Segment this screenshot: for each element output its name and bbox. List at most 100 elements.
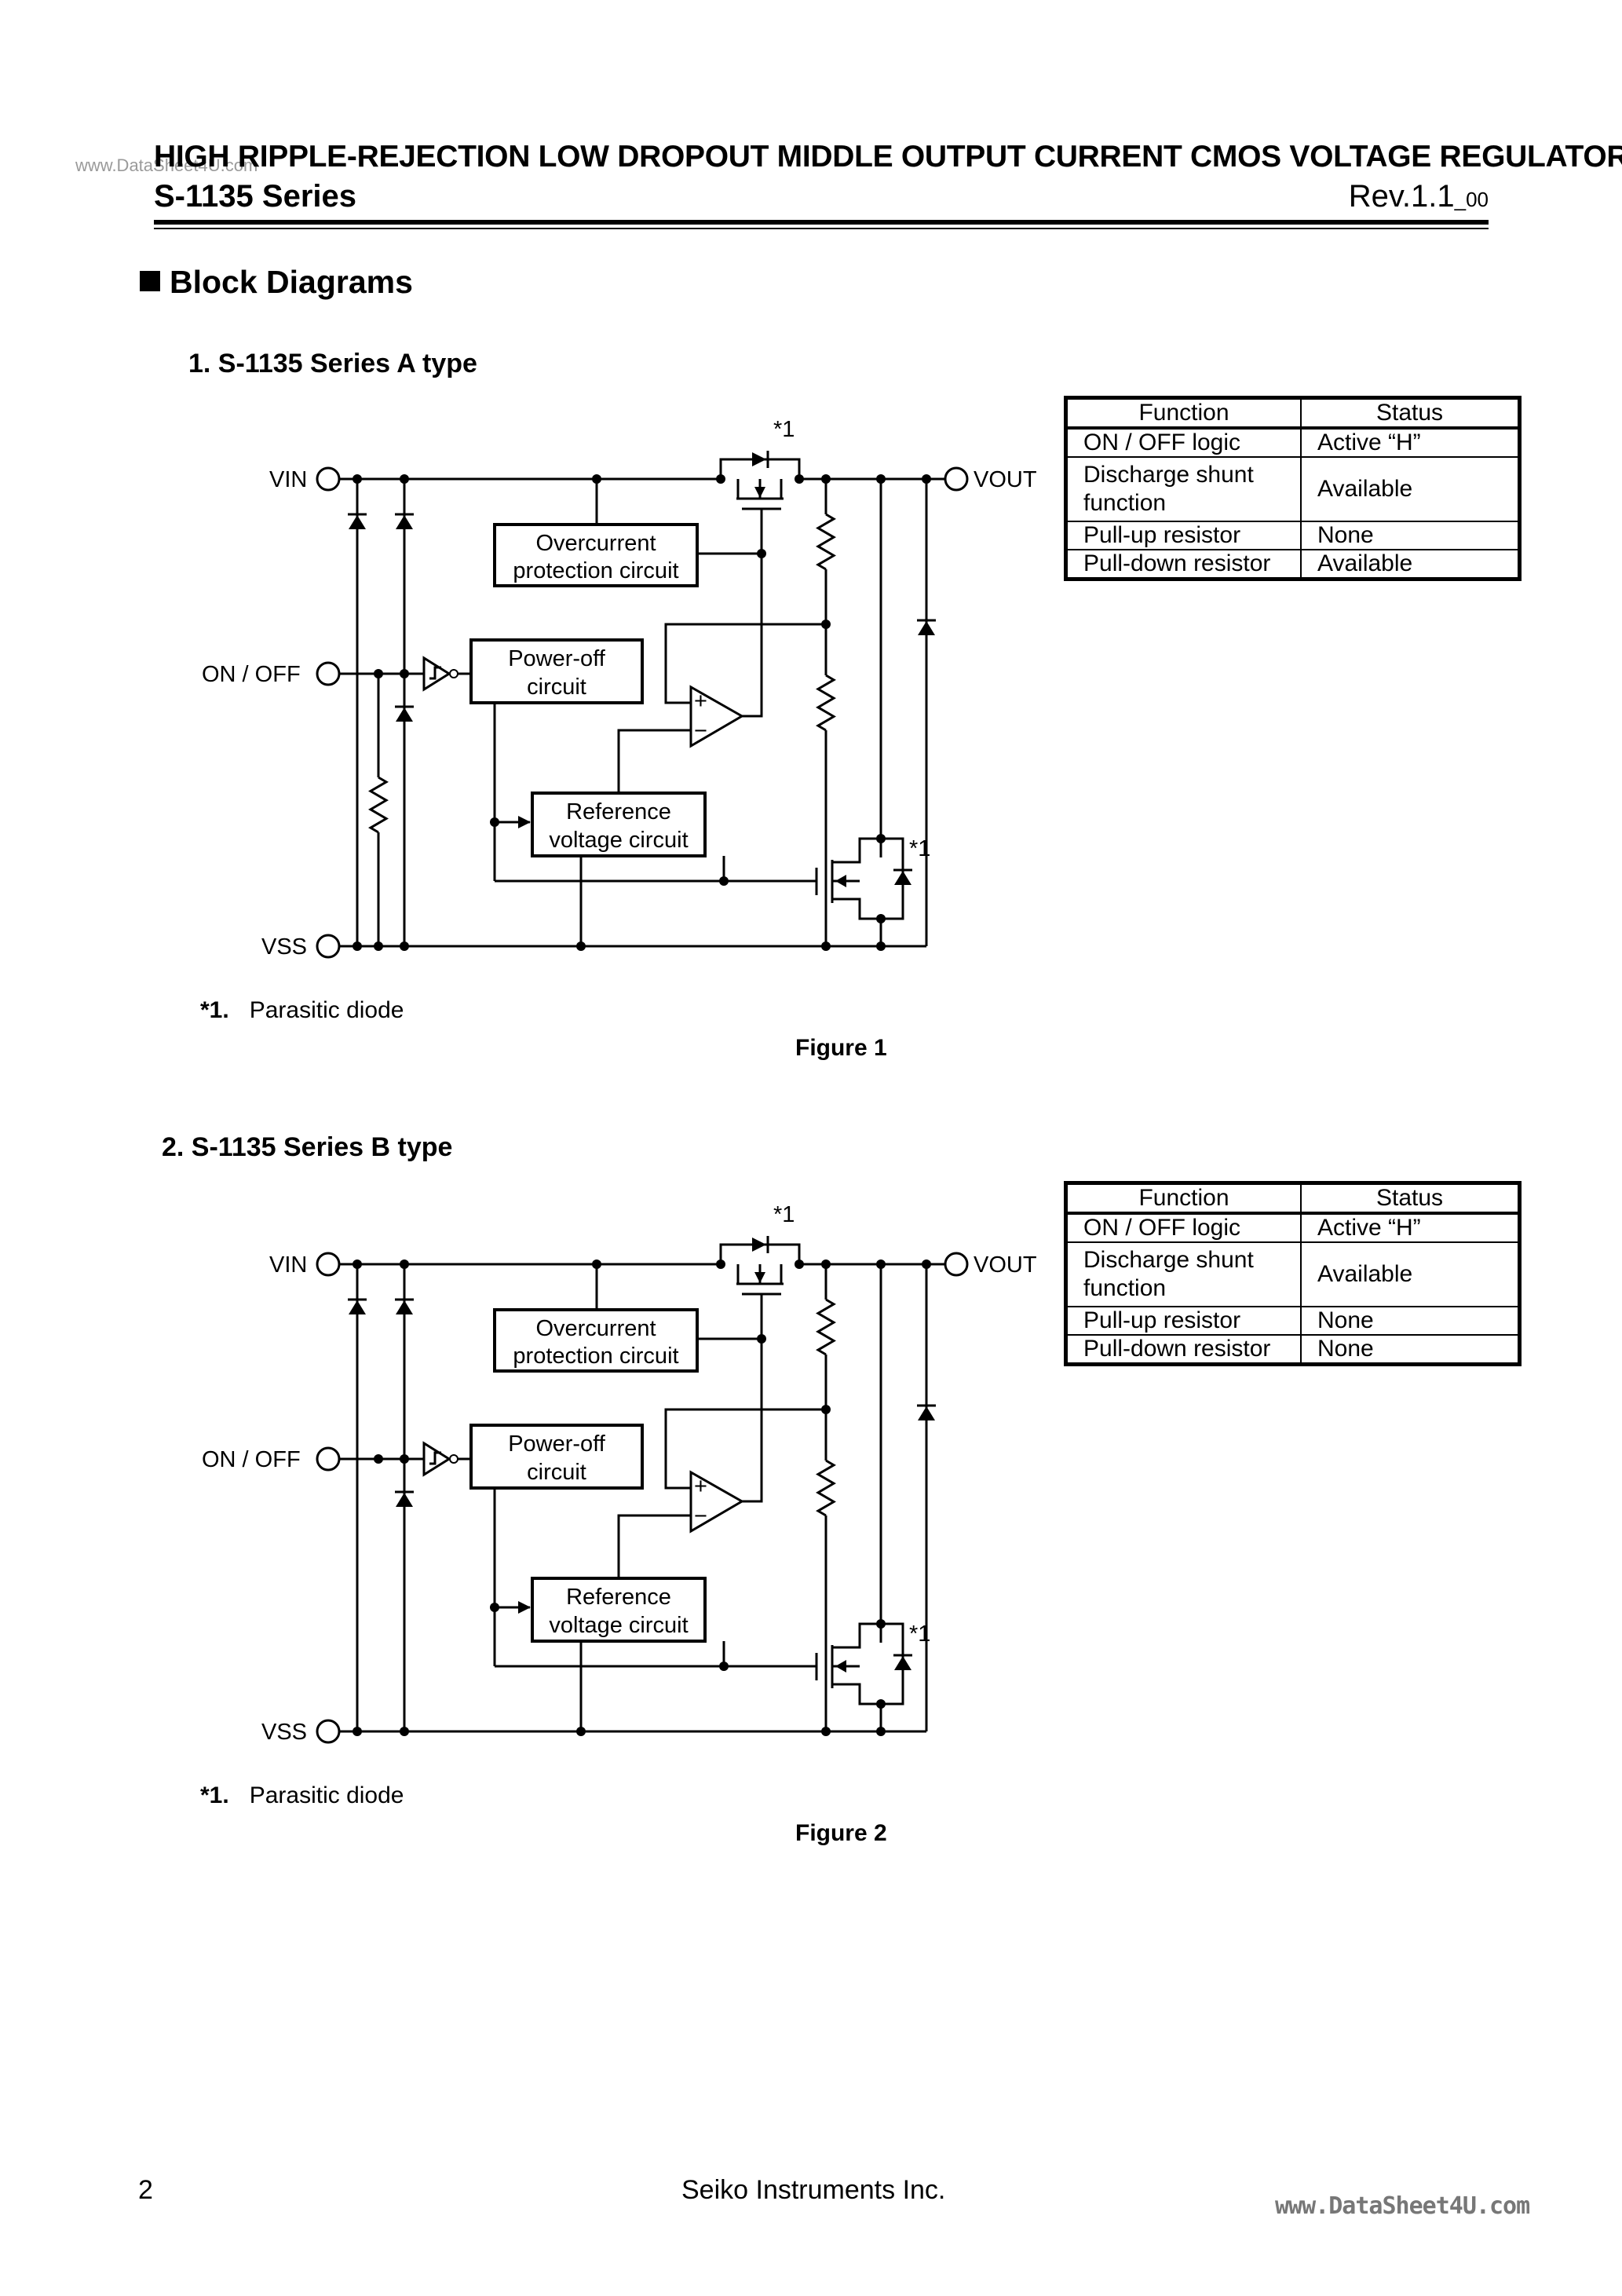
amp-plus: + — [694, 689, 707, 714]
section-title-text: Block Diagrams — [170, 264, 413, 300]
arrow-icon — [518, 1601, 531, 1614]
terminal-circle — [316, 1446, 341, 1472]
table-header-function: Function — [1065, 397, 1302, 430]
vout-label: VOUT — [974, 467, 1037, 492]
poweroff-label-1: Power-off — [508, 1431, 606, 1457]
diagram-a-heading: 1. S-1135 Series A type — [188, 349, 477, 378]
diode-icon — [349, 515, 366, 529]
schmitt-icon — [429, 666, 441, 680]
figure-caption-1: Figure 1 — [795, 1035, 887, 1061]
vin-label: VIN — [269, 467, 307, 492]
note-a: *1.Parasitic diode — [200, 997, 404, 1024]
resistor-icon — [816, 1298, 836, 1356]
inverter-icon — [422, 656, 451, 692]
watermark-bottom: www.DataSheet4U.com — [1275, 2192, 1530, 2220]
table-cell: None — [1300, 1334, 1521, 1366]
junction-dot — [374, 1454, 383, 1464]
revision-sub: _00 — [1454, 188, 1489, 211]
fet-arrow-icon — [835, 875, 846, 887]
overcurrent-label-2: protection circuit — [513, 558, 678, 583]
poweroff-label-1: Power-off — [508, 646, 606, 671]
diode-icon — [752, 452, 766, 466]
onoff-label: ON / OFF — [202, 662, 301, 687]
junction-dot — [353, 1727, 362, 1736]
note-mark: *1. — [200, 1782, 229, 1808]
fet-arrow-icon — [754, 1272, 765, 1283]
vss-label: VSS — [261, 1720, 307, 1745]
table-cell: Active “H” — [1300, 1212, 1521, 1243]
diode-icon — [396, 515, 413, 529]
junction-dot — [876, 1619, 886, 1629]
junction-dot — [876, 834, 886, 843]
table-cell: Pull-down resistor — [1065, 549, 1302, 580]
resistor-icon — [816, 513, 836, 571]
table-cell: None — [1300, 521, 1521, 550]
reference-label-2: voltage circuit — [549, 1613, 688, 1638]
table-cell: Available — [1300, 549, 1521, 580]
table-header-function: Function — [1065, 1182, 1302, 1215]
junction-dot — [400, 941, 409, 951]
table-cell: Discharge shunt function — [1065, 456, 1302, 522]
poweroff-label-2: circuit — [527, 675, 586, 700]
reference-label-1: Reference — [566, 799, 671, 824]
inverter-bubble — [449, 1454, 458, 1464]
poweroff-label-2: circuit — [527, 1460, 586, 1485]
amp-out — [742, 1339, 763, 1503]
header-rule-thick — [154, 220, 1489, 225]
schmitt-icon — [429, 1451, 441, 1465]
terminal-circle — [944, 1252, 969, 1277]
overcurrent-label-1: Overcurrent — [535, 1316, 656, 1341]
poweroff-box — [469, 638, 644, 704]
document-title: HIGH RIPPLE-REJECTION LOW DROPOUT MIDDLE… — [154, 140, 1622, 174]
watermark-top: www.DataSheet4U.com — [75, 155, 258, 175]
resistor-icon — [816, 1459, 836, 1517]
error-amp-icon — [689, 1470, 745, 1534]
table-cell: Available — [1300, 1241, 1521, 1307]
diode-icon — [396, 1300, 413, 1314]
table-cell: None — [1300, 1306, 1521, 1336]
star-note: *1 — [773, 417, 795, 442]
header-rule-thin — [154, 228, 1489, 229]
vin-label: VIN — [269, 1252, 307, 1278]
vss-label: VSS — [261, 934, 307, 960]
diode-icon — [396, 1493, 413, 1507]
section-title: Block Diagrams — [140, 264, 413, 301]
revision: Rev.1.1_00 — [1349, 179, 1489, 214]
star-note: *1 — [773, 1202, 795, 1227]
diode-icon — [894, 871, 911, 885]
arrow-icon — [518, 816, 531, 828]
terminal-circle — [944, 466, 969, 492]
reference-label-2: voltage circuit — [549, 828, 688, 853]
overcurrent-label-2: protection circuit — [513, 1344, 678, 1369]
diagram-b-heading: 2. S-1135 Series B type — [162, 1132, 453, 1162]
table-cell: ON / OFF logic — [1065, 427, 1302, 458]
junction-dot — [353, 941, 362, 951]
fet-arrow-icon — [754, 487, 765, 498]
inverter-bubble — [449, 669, 458, 678]
table-cell: Available — [1300, 456, 1521, 522]
company-name: Seiko Instruments Inc. — [681, 2175, 946, 2205]
revision-main: Rev.1.1 — [1348, 179, 1455, 214]
note-mark: *1. — [200, 997, 229, 1023]
overcurrent-box — [493, 1308, 699, 1373]
resistor-icon — [368, 776, 389, 834]
amp-out — [742, 554, 763, 718]
diode-icon — [396, 707, 413, 722]
inverter-icon — [422, 1441, 451, 1477]
error-amp-icon — [689, 685, 745, 748]
feedback-wire — [664, 623, 826, 704]
note-b: *1.Parasitic diode — [200, 1782, 404, 1809]
diode-icon — [918, 1406, 935, 1420]
table-cell: ON / OFF logic — [1065, 1212, 1302, 1243]
series-name: S-1135 Series — [154, 179, 356, 214]
